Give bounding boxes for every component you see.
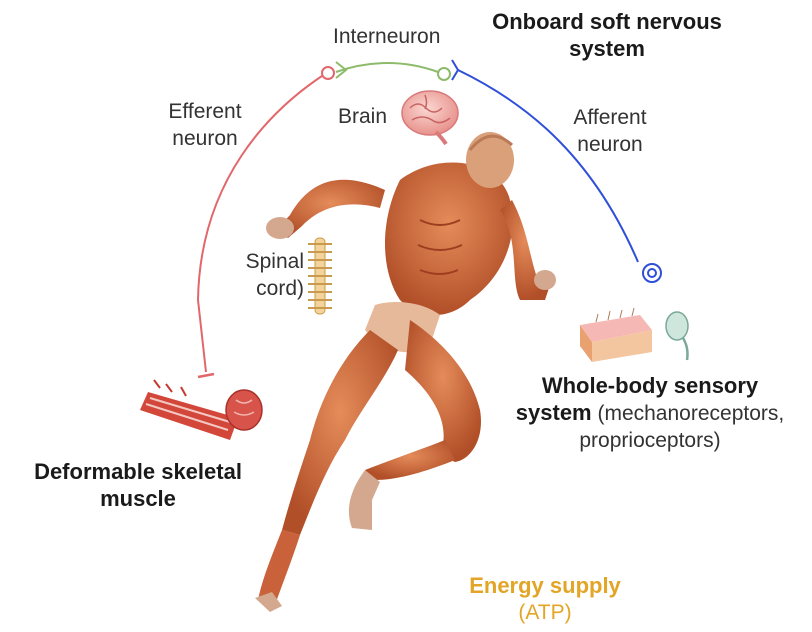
interneuron-label: Interneuron <box>333 23 440 50</box>
nervous-system-title: Onboard soft nervous system <box>472 8 742 62</box>
afferent-label-line1: Afferent <box>555 104 665 131</box>
spinal-label-line1: Spinal <box>234 248 304 275</box>
spinal-cord-label: Spinal cord) <box>234 248 304 302</box>
sensory-label-line2-bold: system <box>516 400 592 425</box>
muscle-fiber-icon <box>140 380 262 440</box>
brain-icon <box>402 91 458 144</box>
interneuron-path <box>336 62 450 80</box>
afferent-label-line2: neuron <box>555 131 665 158</box>
sensory-label-line2-normal: (mechanoreceptors, <box>592 402 785 425</box>
nervous-system-title-line2: system <box>472 35 742 62</box>
muscle-label-line1: Deformable skeletal <box>8 458 268 485</box>
sensory-receptor-icon <box>666 312 688 360</box>
sensory-system-label: Whole-body sensory system (mechanorecept… <box>490 372 810 454</box>
sensory-label-line3: proprioceptors) <box>490 427 810 454</box>
interneuron-soma-icon <box>438 68 450 80</box>
sensory-label-line1: Whole-body sensory <box>490 372 810 399</box>
spinal-label-line2: cord) <box>234 275 304 302</box>
energy-label-line2: (ATP) <box>450 599 640 626</box>
afferent-neuron-label: Afferent neuron <box>555 104 665 158</box>
brain-label: Brain <box>338 103 387 130</box>
muscle-label-line2: muscle <box>8 485 268 512</box>
energy-label-line1: Energy supply <box>450 572 640 599</box>
energy-supply-label: Energy supply (ATP) <box>450 572 640 626</box>
efferent-label-line1: Efferent <box>150 98 260 125</box>
skin-tissue-icon <box>580 308 652 362</box>
efferent-soma-icon <box>322 67 334 79</box>
afferent-receptor-icon <box>648 269 656 277</box>
skeletal-muscle-label: Deformable skeletal muscle <box>8 458 268 512</box>
efferent-terminal-icon <box>198 374 214 377</box>
efferent-label-line2: neuron <box>150 125 260 152</box>
nervous-system-title-line1: Onboard soft nervous <box>472 8 742 35</box>
efferent-neuron-label: Efferent neuron <box>150 98 260 152</box>
spinal-cord-icon <box>308 238 332 314</box>
